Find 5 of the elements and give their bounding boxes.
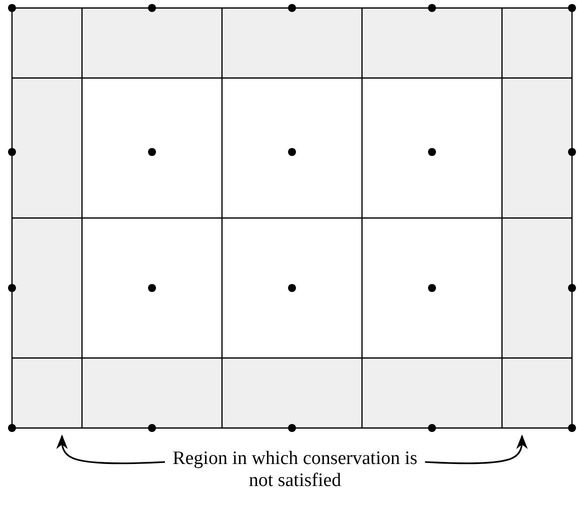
leader-arrow: [56, 434, 166, 464]
grid-cell: [502, 358, 572, 428]
annotation-text: Region in which conservation is not satisfied: [172, 448, 418, 492]
grid-cell: [12, 358, 82, 428]
leader-arrow: [424, 434, 528, 464]
